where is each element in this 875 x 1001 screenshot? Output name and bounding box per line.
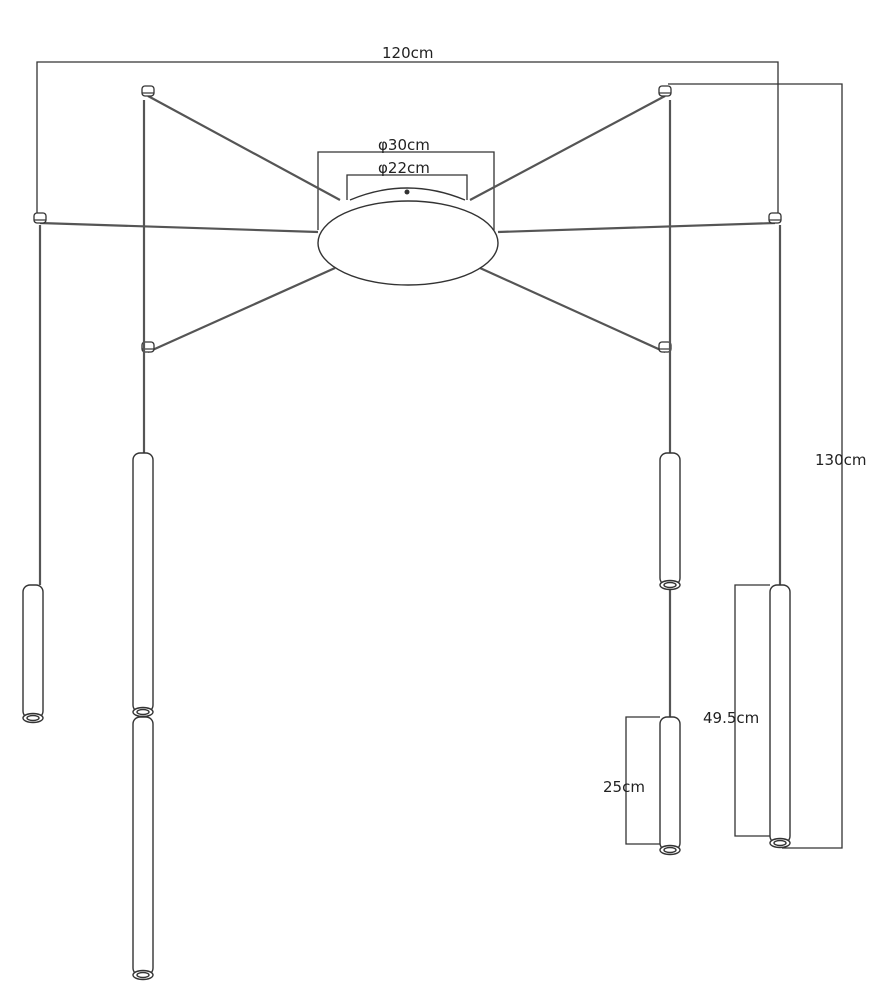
tube-body (659, 716, 681, 851)
arm-wire (497, 221, 776, 234)
tube-lens (663, 846, 677, 854)
tube-lens (136, 708, 150, 716)
pendant-tube (659, 452, 681, 591)
hook-cap (658, 85, 672, 97)
tube-body (22, 584, 44, 719)
height-label: 130cm (815, 451, 867, 469)
height-dimension: 130cm (668, 83, 867, 849)
tube-lens (26, 714, 40, 722)
tube-body (132, 452, 154, 713)
hook-icon (768, 212, 782, 224)
arm-wire (479, 266, 666, 354)
tube-lens (136, 971, 150, 979)
arm-wire (147, 95, 341, 201)
pendant-tube (769, 584, 791, 849)
tube-length-dimensions: 25cm 49.5cm (603, 584, 770, 845)
hook-cap (141, 85, 155, 97)
ceiling-canopy (317, 187, 499, 286)
hook-icon (141, 85, 155, 97)
arm-wire (39, 221, 319, 234)
hook-cap (33, 212, 47, 224)
pendant-drops (22, 100, 791, 981)
long-tube-label: 49.5cm (703, 709, 759, 727)
pendant-tube (132, 452, 154, 718)
inner-diameter-label: φ22cm (378, 159, 430, 177)
short-tube-label: 25cm (603, 778, 645, 796)
hook-icon (658, 85, 672, 97)
outer-diameter-label: φ30cm (378, 136, 430, 154)
tube-body (659, 452, 681, 586)
tube-body (132, 716, 154, 976)
pendant-tube (22, 584, 44, 724)
pendant-tube (659, 716, 681, 856)
tube-lens (773, 839, 787, 847)
arm-wire (469, 95, 666, 201)
tube-body (769, 584, 791, 844)
hook-icon (33, 212, 47, 224)
tube-lens (663, 581, 677, 589)
width-dimension: 120cm (36, 44, 779, 218)
hook-cap (768, 212, 782, 224)
width-label: 120cm (382, 44, 434, 62)
canopy-dimensions: φ30cm φ22cm (317, 136, 495, 230)
suspension-arms (33, 85, 782, 354)
pendant-tube (132, 716, 154, 981)
arm-wire (147, 266, 336, 354)
